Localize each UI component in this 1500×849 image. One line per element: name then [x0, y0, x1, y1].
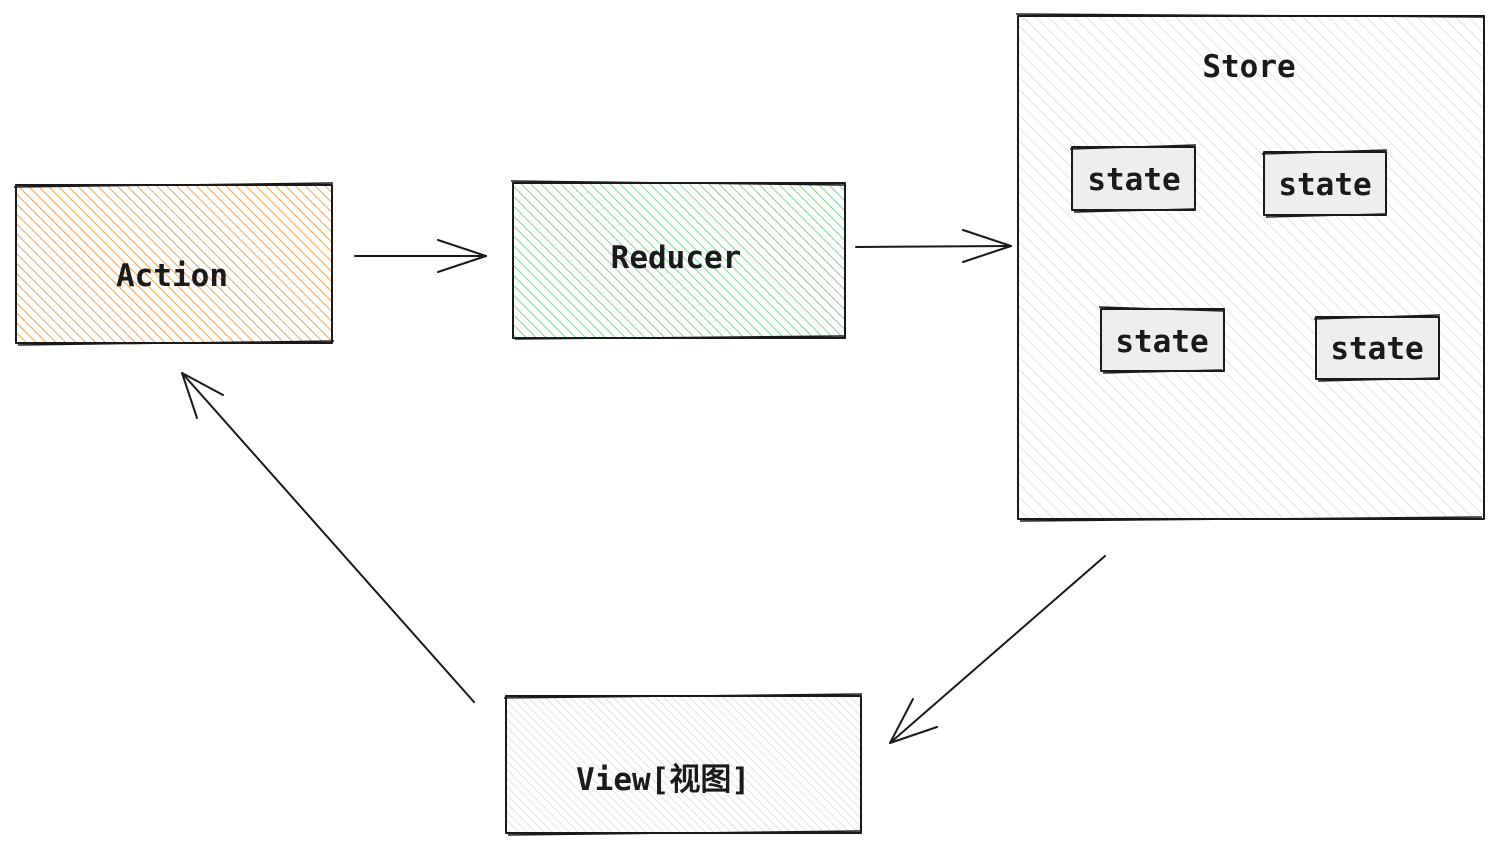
arrow-action-to-reducer [354, 239, 487, 273]
action-label: Action [116, 258, 228, 294]
arrow-store-to-view [889, 555, 1106, 744]
state-label-1: state [1087, 162, 1180, 198]
store-label: Store [1202, 49, 1295, 85]
state-box-4: state [1313, 314, 1441, 382]
arrow-reducer-to-store [855, 229, 1012, 263]
state-box-2: state [1261, 149, 1388, 218]
view-node: View[视图] [503, 693, 863, 836]
state-label-3: state [1115, 324, 1208, 360]
store-node: Store state state state state [1015, 13, 1485, 522]
reducer-label: Reducer [611, 240, 742, 276]
state-label-4: state [1330, 331, 1423, 367]
action-node: Action [13, 182, 335, 346]
state-box-3: state [1098, 306, 1225, 374]
reducer-node: Reducer [510, 180, 847, 340]
arrow-view-to-action [181, 372, 475, 703]
state-box-1: state [1069, 144, 1197, 213]
state-label-2: state [1278, 167, 1371, 203]
view-label: View[视图] [576, 762, 750, 798]
